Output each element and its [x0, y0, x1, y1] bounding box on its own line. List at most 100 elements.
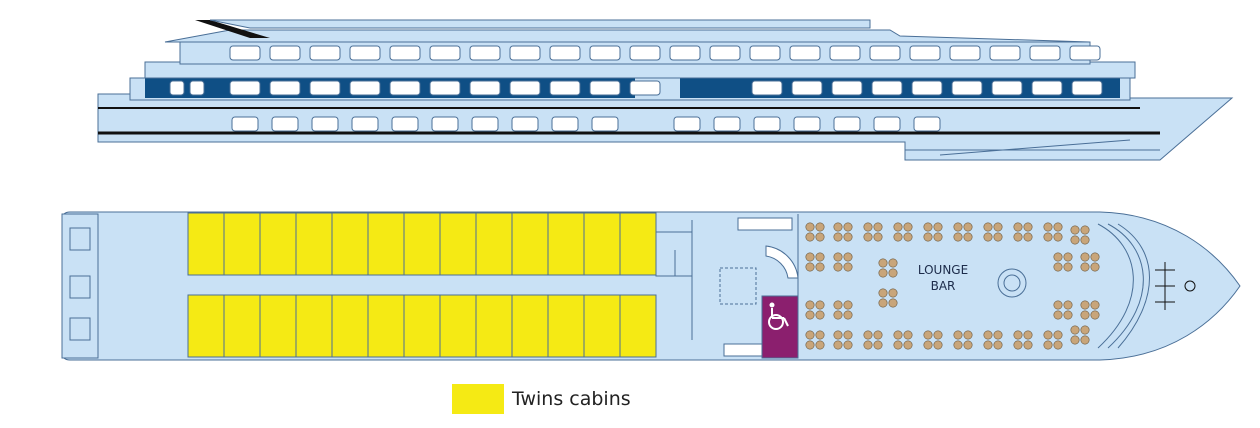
lounge-table — [923, 222, 943, 242]
twin-cabin[interactable] — [187, 294, 225, 358]
twin-cabin[interactable] — [331, 294, 369, 358]
twin-cabin[interactable] — [259, 212, 297, 276]
side-window — [1071, 80, 1103, 96]
side-windows — [169, 45, 1103, 132]
twin-cabin[interactable] — [295, 294, 333, 358]
lounge-table — [1043, 222, 1063, 242]
lounge-table — [1013, 222, 1033, 242]
twin-cabin[interactable] — [511, 212, 549, 276]
twin-cabin[interactable] — [259, 294, 297, 358]
twin-cabin[interactable] — [331, 212, 369, 276]
side-window — [551, 116, 579, 132]
lounge-table — [805, 222, 825, 242]
lounge-table — [805, 330, 825, 350]
side-window — [1031, 80, 1063, 96]
side-window — [469, 45, 501, 61]
twin-cabin[interactable] — [439, 294, 477, 358]
side-window — [913, 116, 941, 132]
lounge-table — [805, 300, 825, 320]
lounge-table — [833, 300, 853, 320]
side-window — [391, 116, 419, 132]
lounge-table — [863, 330, 883, 350]
side-window — [991, 80, 1023, 96]
side-window — [311, 116, 339, 132]
side-window — [949, 45, 981, 61]
side-window — [509, 80, 541, 96]
lounge-table — [878, 258, 898, 278]
side-window — [789, 45, 821, 61]
side-window — [509, 45, 541, 61]
lounge-table — [833, 330, 853, 350]
twin-cabin[interactable] — [403, 294, 441, 358]
side-window — [629, 80, 661, 96]
side-window — [791, 80, 823, 96]
side-window — [989, 45, 1021, 61]
lounge-table — [1053, 300, 1073, 320]
twin-cabin[interactable] — [583, 212, 621, 276]
lounge-table — [893, 330, 913, 350]
twin-cabin[interactable] — [547, 294, 585, 358]
side-window — [1029, 45, 1061, 61]
lounge-table — [1070, 225, 1090, 245]
twin-cabin[interactable] — [439, 212, 477, 276]
twin-cabin[interactable] — [295, 212, 333, 276]
twin-cabin[interactable] — [619, 212, 657, 276]
side-window — [831, 80, 863, 96]
twin-cabin[interactable] — [403, 212, 441, 276]
twin-cabin[interactable] — [475, 212, 513, 276]
lounge-table — [953, 330, 973, 350]
side-window — [589, 80, 621, 96]
accessible-cabin[interactable] — [761, 295, 799, 359]
side-window — [749, 45, 781, 61]
side-window — [753, 116, 781, 132]
side-window — [1069, 45, 1101, 61]
side-window — [431, 116, 459, 132]
lounge-table — [983, 330, 1003, 350]
lounge-table — [893, 222, 913, 242]
twin-cabin[interactable] — [367, 212, 405, 276]
wheelchair-icon — [768, 302, 789, 330]
side-window — [269, 45, 301, 61]
twin-cabin[interactable] — [511, 294, 549, 358]
cabin-grid — [187, 212, 657, 358]
twin-cabin[interactable] — [223, 212, 261, 276]
twin-cabin[interactable] — [547, 212, 585, 276]
lounge-table — [923, 330, 943, 350]
legend-label-twins: Twins cabins — [512, 388, 631, 410]
side-window — [549, 80, 581, 96]
side-window — [629, 45, 661, 61]
twin-cabin[interactable] — [223, 294, 261, 358]
side-window — [909, 45, 941, 61]
side-window — [911, 80, 943, 96]
lounge-table — [863, 222, 883, 242]
side-window — [389, 45, 421, 61]
lounge-table — [1013, 330, 1033, 350]
lounge-label-line2: BAR — [930, 279, 956, 293]
twin-cabin[interactable] — [619, 294, 657, 358]
side-window — [229, 45, 261, 61]
twin-cabin[interactable] — [475, 294, 513, 358]
lounge-label-line1: LOUNGE — [917, 263, 969, 277]
side-window — [713, 116, 741, 132]
side-window — [229, 80, 261, 96]
twin-cabin[interactable] — [367, 294, 405, 358]
twin-cabin[interactable] — [187, 212, 225, 276]
side-window — [169, 80, 185, 96]
side-window — [429, 45, 461, 61]
lounge-table — [833, 252, 853, 272]
side-window — [351, 116, 379, 132]
lounge-table — [1080, 300, 1100, 320]
side-window — [269, 80, 301, 96]
side-window — [189, 80, 205, 96]
side-window — [873, 116, 901, 132]
twin-cabin[interactable] — [583, 294, 621, 358]
stairs-top — [737, 217, 793, 231]
legend-swatch-twins — [452, 384, 504, 414]
side-window — [869, 45, 901, 61]
side-window — [349, 45, 381, 61]
lounge-table — [878, 288, 898, 308]
anchor-gear — [1155, 262, 1196, 310]
side-window — [429, 80, 461, 96]
side-window — [951, 80, 983, 96]
